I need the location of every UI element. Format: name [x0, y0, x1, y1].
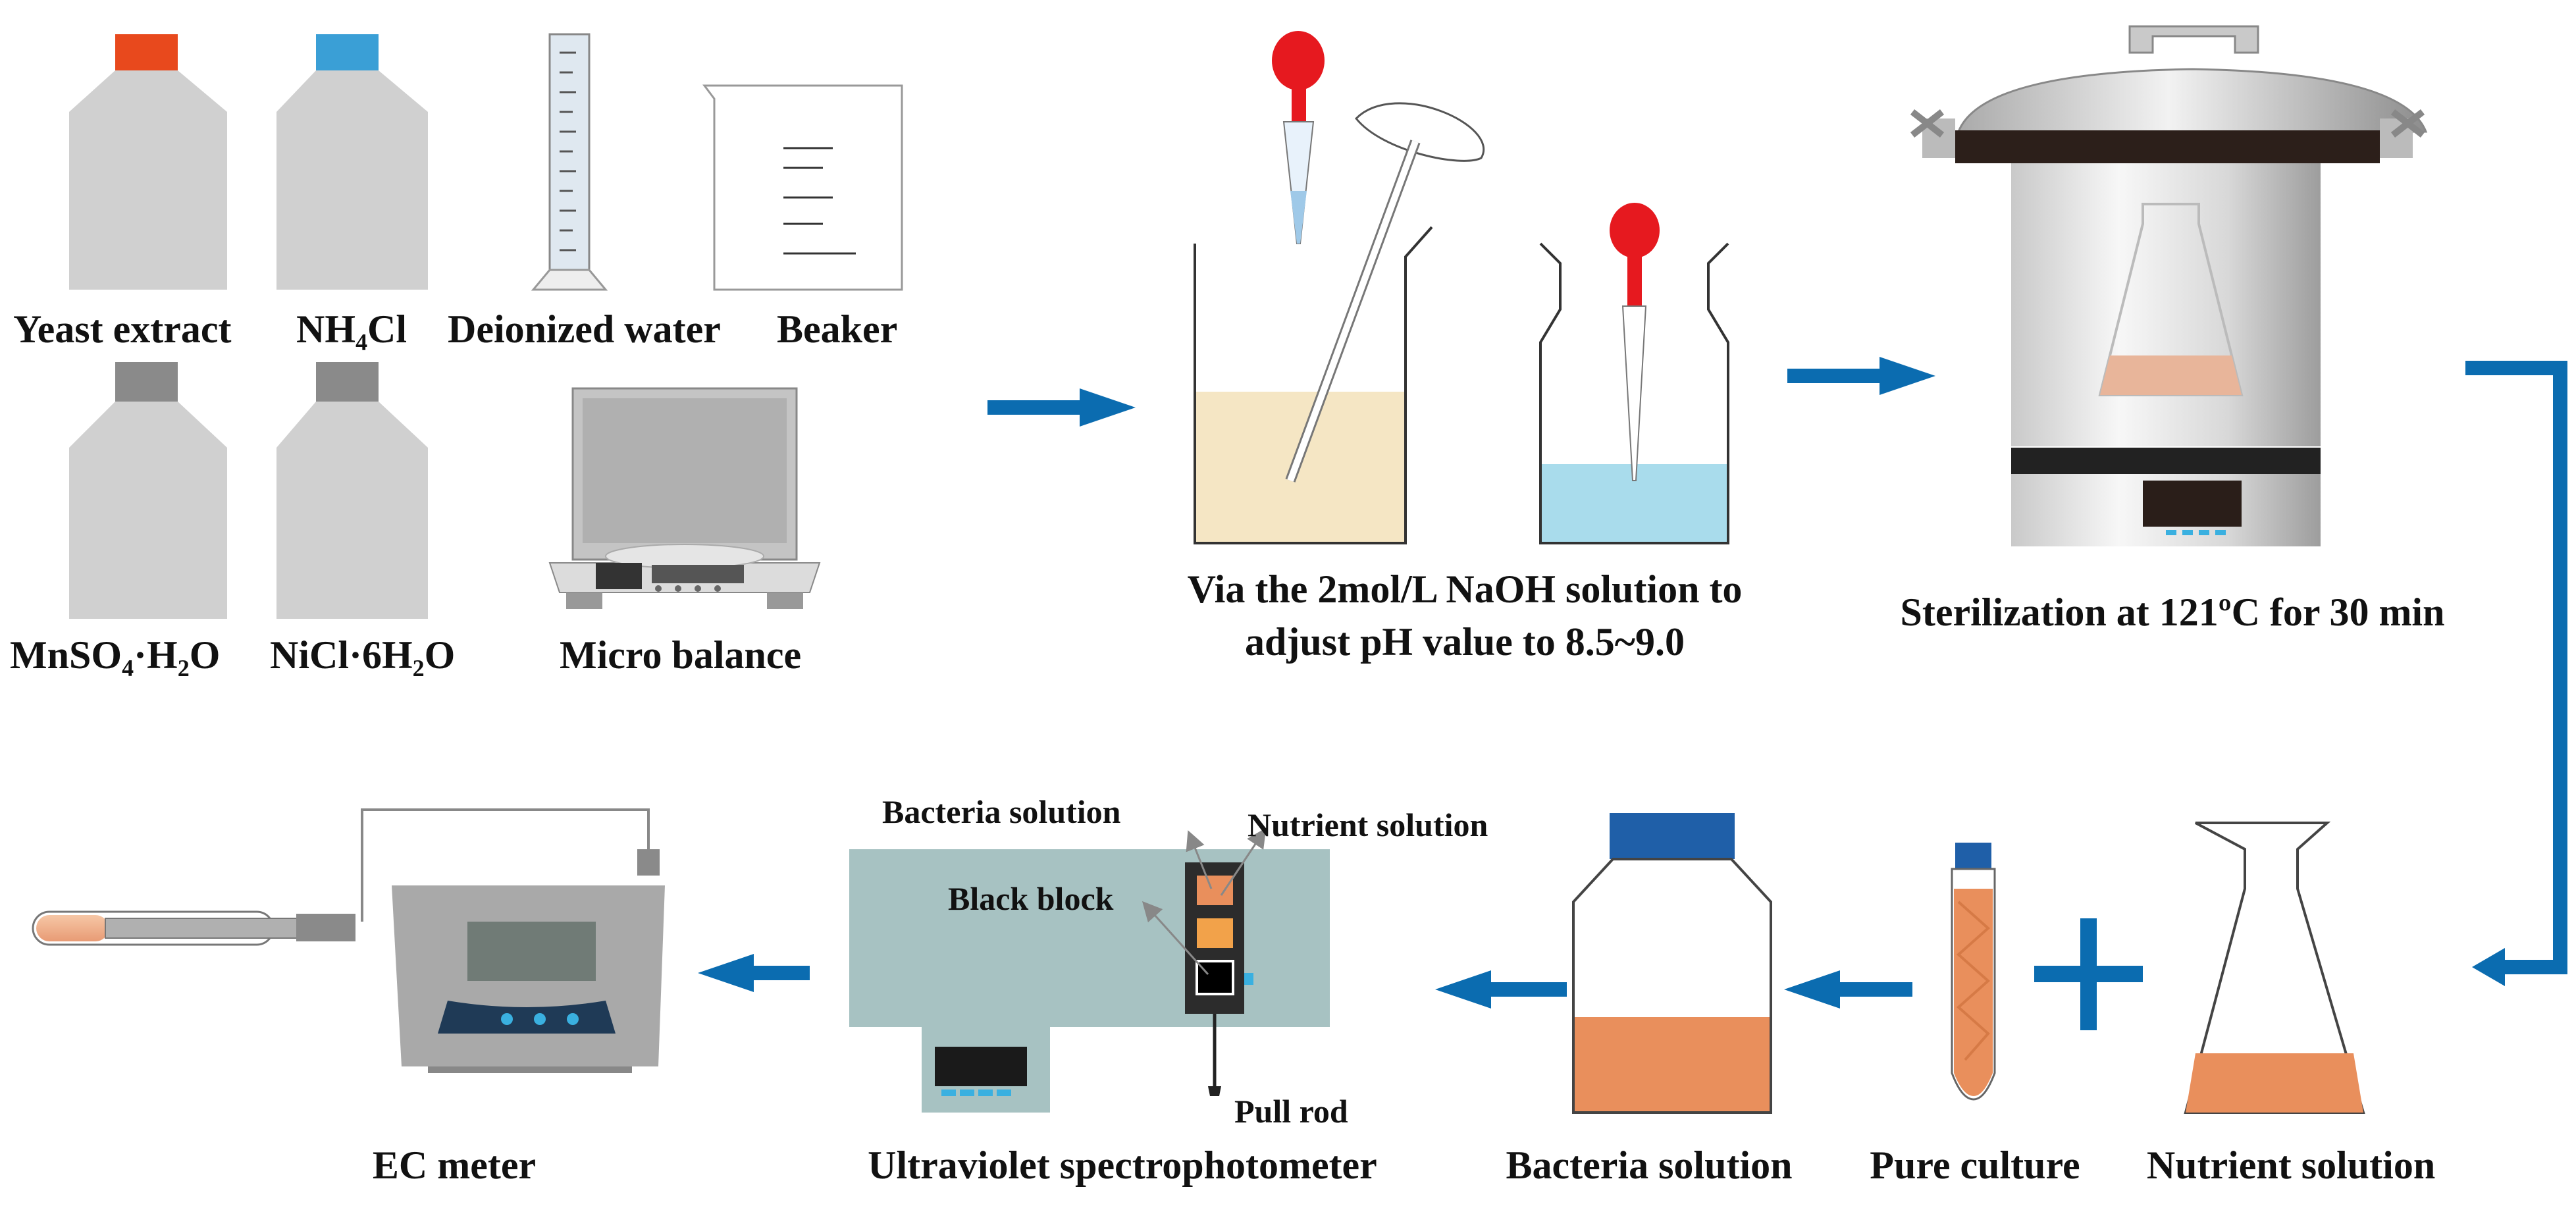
autoclave	[1910, 25, 2428, 546]
naoh-bottle	[1539, 203, 1729, 544]
label-uv-spectrophotometer: Ultraviolet spectrophotometer	[868, 1143, 1377, 1187]
lid-clamp-left	[1910, 109, 1955, 158]
label-pure-culture: Pure culture	[1870, 1143, 2080, 1187]
uv-spectrophotometer	[849, 827, 1330, 1113]
ec-probe	[32, 910, 355, 946]
label-sterilization: Sterilization at 121ºC for 30 min	[1901, 591, 2445, 634]
arrow-to-ec-meter	[698, 954, 810, 992]
callout-bacteria-solution: Bacteria solution	[882, 793, 1121, 830]
pure-culture-tube	[1951, 843, 1996, 1101]
label-beaker: Beaker	[777, 307, 897, 351]
arrow-to-bacteria-bottle	[1784, 970, 1912, 1009]
dropper-left	[1272, 31, 1325, 244]
label-bacteria-solution: Bacteria solution	[1506, 1143, 1793, 1187]
yeast-extract-bottle	[69, 34, 227, 290]
label-deionized-water: Deionized water	[448, 307, 721, 351]
lid-clamp-right	[2380, 109, 2425, 158]
label-ec-meter: EC meter	[373, 1143, 536, 1187]
connector-arrow	[2465, 361, 2567, 986]
label-nutrient-solution: Nutrient solution	[2147, 1143, 2435, 1187]
callout-black-block: Black block	[948, 880, 1114, 917]
label-nh4cl: NH₄Cl	[296, 307, 407, 351]
label-micro-balance: Micro balance	[560, 633, 801, 677]
arrow-to-ph	[987, 388, 1136, 427]
arrow-to-sterilization	[1787, 357, 1935, 395]
mnso4-bottle	[69, 362, 227, 619]
nicl-bottle	[276, 362, 428, 619]
graduated-cylinder	[531, 33, 608, 291]
ec-meter	[32, 808, 665, 1073]
nh4cl-bottle	[276, 34, 428, 290]
medium-beaker	[1194, 226, 1433, 544]
beaker	[702, 84, 903, 291]
bacteria-bottle	[1572, 813, 1772, 1114]
label-ph-line2: adjust pH value to 8.5~9.0	[1245, 620, 1685, 664]
label-yeast-extract: Yeast extract	[13, 307, 232, 351]
callout-pull-rod: Pull rod	[1234, 1093, 1348, 1130]
micro-balance	[548, 387, 821, 609]
plus-icon	[2034, 918, 2143, 1030]
label-ph-line1: Via the 2mol/L NaOH solution to	[1188, 567, 1743, 611]
arrow-to-spectrophotometer	[1435, 970, 1567, 1009]
label-nicl: NiCl·6H₂O	[270, 633, 455, 677]
glass-rod	[1285, 102, 1485, 483]
nutrient-flask	[2184, 822, 2365, 1114]
callout-nutrient-solution: Nutrient solution	[1248, 806, 1488, 843]
label-mnso4: MnSO₄·H₂O	[10, 633, 220, 677]
